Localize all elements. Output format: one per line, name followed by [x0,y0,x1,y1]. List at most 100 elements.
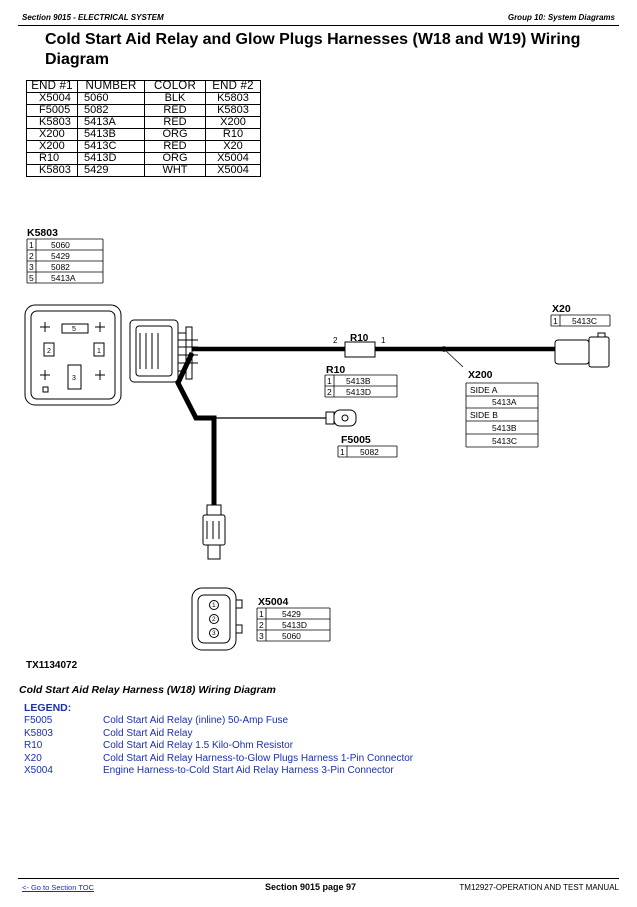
wire-table-cell: 5060 [77,92,145,105]
legend-code: R10 [24,740,43,752]
header-divider [18,25,619,26]
wire-table-cell: BLK [144,92,206,105]
wire-table-cell: 5082 [77,104,145,117]
pin-wire: 5429 [51,251,70,261]
pin-number: 1 [259,609,264,619]
legend-description: Cold Start Aid Relay (inline) 50-Amp Fus… [103,715,289,726]
pin-wire: 5060 [282,631,301,641]
wire-table-cell: 5413D [77,152,145,165]
f5005-label: F5005 [341,434,371,446]
f5005-fuse-drawing [325,409,357,427]
legend-description: Cold Start Aid Relay Harness-to-Glow Plu… [103,752,414,764]
wire-table-cell: K5803 [26,116,78,129]
x20-connector-drawing [554,332,610,368]
k5803-pin-table [26,238,104,284]
page-number: Section 9015 page 97 [265,882,357,892]
x200-side-b: SIDE B [470,410,498,420]
pin-number: 1 [553,316,558,326]
wire-table-cell: X5004 [26,92,78,105]
wire-table-cell: 5413C [77,140,145,153]
wire-table-cell: K5803 [205,92,261,105]
pin-number: 2 [259,620,264,630]
legend-item: X20 Cold Start Aid Relay Harness-to-Glow … [24,753,413,766]
relay-plug-drawing [129,319,198,383]
legend-code: X20 [24,752,42,764]
wire-table-header: END #1 NUMBER COLOR END #2 [26,80,261,93]
wire-table-cell: 5413B [77,128,145,141]
column-header: END #2 [205,80,261,93]
pin-number: 3 [259,631,264,641]
pin-number: 1 [29,240,34,250]
x5004-connector-drawing [191,587,243,651]
legend-item: X5004 Engine Harness-to-Cold Start Aid Re… [24,765,413,778]
legend-item: R10 Cold Start Aid Relay 1.5 Kilo-Ohm Res… [24,740,413,753]
pin-wire: 5413B [346,376,371,386]
x200-leader [443,348,464,368]
pin-number: 5 [29,273,34,283]
legend-code: F5005 [24,715,53,726]
wire-table-cell: K5803 [26,164,78,177]
pin-wire: 5413D [346,387,371,397]
wire-table-cell: ORG [144,152,206,165]
figure-id: TX1134072 [26,660,78,671]
wire-table-cell: ORG [144,128,206,141]
wire-table-cell: R10 [26,152,78,165]
inline-plug-drawing [202,504,226,560]
x5004-pin-table [256,607,331,642]
x5004-label: X5004 [258,596,289,608]
legend-code: X5004 [24,765,53,777]
wire-table-cell: X5004 [205,164,261,177]
x200-wire: 5413A [492,397,517,407]
wire-table-cell: 5429 [77,164,145,177]
pin-wire: 5082 [360,447,379,457]
pin-wire: 5413D [282,620,307,630]
header-section: Section 9015 - ELECTRICAL SYSTEM [22,13,164,22]
wire-table-cell: K5803 [205,104,261,117]
x5004-cavity-label: 1 [212,602,216,609]
x5004-cavity-label: 2 [212,616,216,623]
wire-table-cell: RED [144,116,206,129]
wire-table-cell: X200 [26,140,78,153]
column-header: NUMBER [77,80,145,93]
legend-description: Cold Start Aid Relay 1.5 Kilo-Ohm Resist… [103,740,294,752]
pin-wire: 5060 [51,240,70,250]
column-header: END #1 [26,80,78,93]
wire-table-cell: WHT [144,164,206,177]
footer-divider [18,878,619,879]
pin-number: 1 [327,376,332,386]
r10-end-label: 1 [381,336,386,345]
figure-caption: Cold Start Aid Relay Harness (W18) Wirin… [19,684,276,696]
k5803-label: K5803 [27,227,58,239]
r10-end-label: 2 [333,336,338,345]
pin-number: 1 [340,447,345,457]
relay-connector-drawing [24,304,122,406]
x200-table [465,382,539,448]
x200-wire: 5413C [492,436,517,446]
legend-code: K5803 [24,727,53,739]
r10-pin-table [324,374,398,398]
pin-wire: 5413C [572,316,597,326]
toc-link[interactable]: <- Go to Section TOC [22,883,95,892]
legend-description: Cold Start Aid Relay [103,727,193,739]
legend-description: Engine Harness-to-Cold Start Aid Relay H… [103,765,394,777]
r10-label: R10 [350,333,369,344]
legend-list: F5005 Cold Start Aid Relay (inline) 50-Am… [24,715,413,778]
relay-pin-label: 5 [72,326,76,333]
r10-resistor-drawing [344,341,376,358]
wire-table-cell: X200 [26,128,78,141]
column-header: COLOR [144,80,206,93]
x20-label: X20 [552,303,571,315]
pin-number: 2 [327,387,332,397]
x200-label: X200 [468,369,493,381]
wire-table-cell: F5005 [26,104,78,117]
x5004-cavity-label: 3 [212,630,216,637]
pin-wire: 5413A [51,273,76,283]
x200-wire: 5413B [492,423,517,433]
